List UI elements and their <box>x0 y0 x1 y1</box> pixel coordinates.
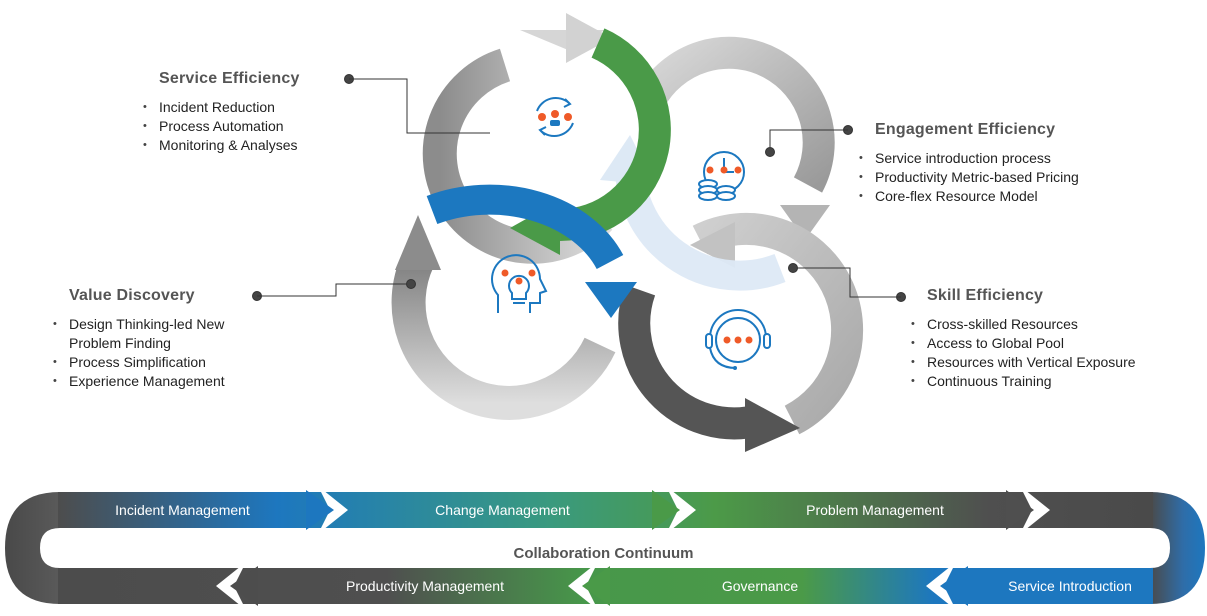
skill-efficiency-title: Skill Efficiency <box>927 287 1044 304</box>
list-item: Resources with Vertical Exposure <box>911 353 1136 372</box>
continuum-step-productivity-management: Productivity Management <box>346 578 504 594</box>
continuum-step-problem-management: Problem Management <box>806 502 944 518</box>
list-item: Process Simplification <box>53 353 225 372</box>
service-efficiency-list: Incident Reduction Process Automation Mo… <box>143 98 300 155</box>
list-item: Incident Reduction <box>143 98 300 117</box>
continuum-step-service-introduction: Service Introduction <box>1008 578 1132 594</box>
list-item: Process Automation <box>143 117 300 136</box>
coins-clock-icon <box>698 151 745 201</box>
service-connector-line <box>349 78 490 134</box>
list-item: Continuous Training <box>911 372 1136 391</box>
engagement-efficiency-title: Engagement Efficiency <box>875 121 1056 138</box>
headset-agent-icon <box>705 309 771 370</box>
ring-skill <box>618 212 864 452</box>
service-efficiency-title: Service Efficiency <box>159 70 300 87</box>
blue-arc <box>426 184 637 318</box>
list-item: Productivity Metric-based Pricing <box>859 168 1079 187</box>
value-discovery-block: Value Discovery Design Thinking-led New … <box>53 287 225 391</box>
list-item: Service introduction process <box>859 149 1079 168</box>
list-item: Problem Finding <box>69 335 171 351</box>
people-cycle-icon <box>536 96 574 138</box>
skill-efficiency-block: Skill Efficiency Cross-skilled Resources… <box>911 287 1136 391</box>
continuum-step-change-management: Change Management <box>435 502 570 518</box>
skill-efficiency-list: Cross-skilled Resources Access to Global… <box>911 315 1136 391</box>
service-efficiency-block: Service Efficiency Incident Reduction Pr… <box>143 70 300 155</box>
list-item: Monitoring & Analyses <box>143 136 300 155</box>
list-item: Design Thinking-led New <box>53 315 225 334</box>
connectors <box>252 74 906 302</box>
value-connector-line <box>257 283 411 297</box>
value-discovery-list: Design Thinking-led New Problem Finding … <box>53 315 225 391</box>
ring-engagement <box>635 36 835 240</box>
engagement-connector-line <box>769 129 848 152</box>
engagement-efficiency-list: Service introduction process Productivit… <box>859 149 1079 206</box>
head-bulb-icon <box>491 254 548 313</box>
continuum-step-governance: Governance <box>721 578 799 594</box>
engagement-efficiency-block: Engagement Efficiency Service introducti… <box>859 121 1079 206</box>
skill-connector-line <box>793 267 901 298</box>
continuum-loop <box>5 486 1205 610</box>
list-item: Core-flex Resource Model <box>859 187 1079 206</box>
continuum-title: Collaboration Continuum <box>513 545 694 562</box>
list-item: Cross-skilled Resources <box>911 315 1136 334</box>
value-discovery-title: Value Discovery <box>69 287 195 304</box>
list-item: Access to Global Pool <box>911 334 1136 353</box>
ring-value <box>391 215 616 420</box>
continuum-step-incident-management: Incident Management <box>115 502 250 518</box>
list-item: Experience Management <box>53 372 225 391</box>
